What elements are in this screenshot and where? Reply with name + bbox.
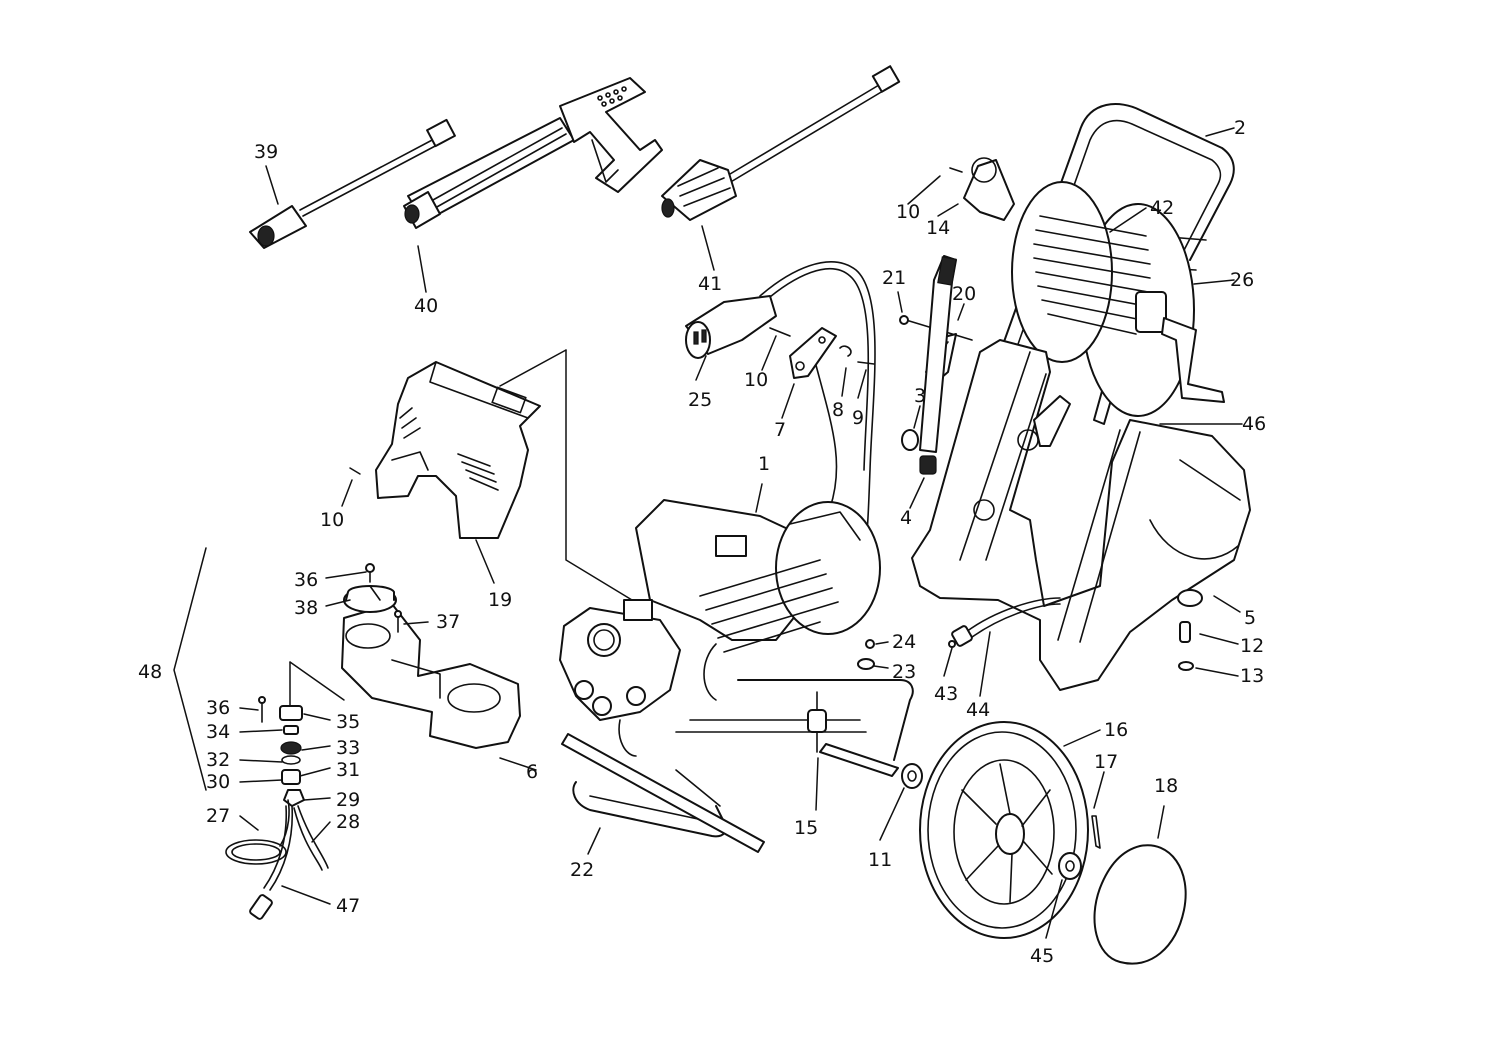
wheel-16: [919, 721, 1089, 939]
callout-23: 23: [892, 661, 916, 683]
detergent-tank-6: [341, 603, 521, 749]
spray-lance-39: [249, 118, 456, 249]
callout-6: 6: [526, 761, 538, 783]
motor-cover-19: [375, 361, 541, 539]
screw-24: [865, 639, 875, 649]
callout-12: 12: [1240, 635, 1264, 657]
callout-36-top: 36: [294, 569, 318, 591]
callout-37: 37: [436, 611, 460, 633]
callout-11: 11: [868, 849, 892, 871]
screw-36-top: [365, 563, 375, 583]
callout-8: 8: [832, 399, 844, 421]
callout-15: 15: [794, 817, 818, 839]
callout-20: 20: [952, 283, 976, 305]
callout-28: 28: [336, 811, 360, 833]
callout-32: 32: [206, 749, 230, 771]
callout-10-reel: 10: [896, 201, 920, 223]
valve-stack-29-36: [258, 696, 305, 807]
callout-13: 13: [1240, 665, 1264, 687]
callout-40: 40: [414, 295, 438, 317]
callout-7: 7: [774, 419, 786, 441]
tank-cap-38: [343, 585, 397, 613]
cable-holder-7: [769, 327, 875, 379]
callout-16: 16: [1104, 719, 1128, 741]
callout-22: 22: [570, 859, 594, 881]
callout-4: 4: [900, 507, 912, 529]
callout-31: 31: [336, 759, 360, 781]
washer-45: [1058, 852, 1082, 880]
callout-41: 41: [698, 273, 722, 295]
callout-39: 39: [254, 141, 278, 163]
high-pressure-hose-44: [951, 597, 1061, 647]
knob-4: [901, 429, 937, 475]
callout-5: 5: [1244, 607, 1256, 629]
reel-end-cap-14: [949, 157, 1015, 221]
callout-24: 24: [892, 631, 916, 653]
callout-35: 35: [336, 711, 360, 733]
washer-11: [901, 763, 923, 789]
callout-19: 19: [488, 589, 512, 611]
hose-28: [293, 805, 329, 871]
callout-10-cable: 10: [744, 369, 768, 391]
callout-47: 47: [336, 895, 360, 917]
screw-43: [948, 640, 956, 648]
vent-dots: [597, 86, 627, 107]
hose-coil-27: [225, 799, 290, 865]
callout-14: 14: [926, 217, 950, 239]
callout-43: 43: [934, 683, 958, 705]
cotter-pin-17: [1091, 815, 1101, 849]
callout-27: 27: [206, 805, 230, 827]
callout-17: 17: [1094, 751, 1118, 773]
motor-pump-unit-1: [559, 499, 881, 757]
washer-23: [857, 658, 875, 670]
callout-38: 38: [294, 597, 318, 619]
callout-45: 45: [1030, 945, 1054, 967]
callout-34: 34: [206, 721, 230, 743]
callout-1: 1: [758, 453, 770, 475]
callout-29: 29: [336, 789, 360, 811]
callout-18: 18: [1154, 775, 1178, 797]
suction-hose-47: [249, 805, 294, 920]
callout-26: 26: [1230, 269, 1254, 291]
callout-46: 46: [1242, 413, 1266, 435]
callout-9: 9: [852, 407, 864, 429]
callout-30: 30: [206, 771, 230, 793]
callout-33: 33: [336, 737, 360, 759]
callout-3: 3: [914, 385, 926, 407]
main-housing-5: [911, 339, 1251, 691]
callout-10-cover: 10: [320, 509, 344, 531]
callout-42: 42: [1150, 197, 1174, 219]
callout-labels: 39 40 41 2 42 26 10 14 21 20 3 4 46 5 12…: [138, 117, 1266, 967]
hose-reel-42: [1011, 181, 1225, 417]
callout-44: 44: [966, 699, 990, 721]
trigger-gun-40: [403, 77, 663, 229]
screw-21: [899, 315, 909, 325]
callout-25: 25: [688, 389, 712, 411]
assembly-bracket-48: [173, 547, 207, 791]
hose-connector-3: [919, 255, 957, 453]
bushing-15: [807, 691, 827, 753]
callout-21: 21: [882, 267, 906, 289]
washer-13: [1178, 661, 1194, 671]
callout-2: 2: [1234, 117, 1246, 139]
screw-37: [394, 610, 402, 633]
screw-12: [1179, 621, 1191, 643]
callout-48: 48: [138, 661, 162, 683]
leader-lines: [239, 127, 1243, 939]
hub-cap-18: [1093, 844, 1187, 965]
power-cable-25: [685, 261, 876, 557]
callout-36-valve: 36: [206, 697, 230, 719]
rotary-nozzle-lance-41: [661, 65, 901, 221]
